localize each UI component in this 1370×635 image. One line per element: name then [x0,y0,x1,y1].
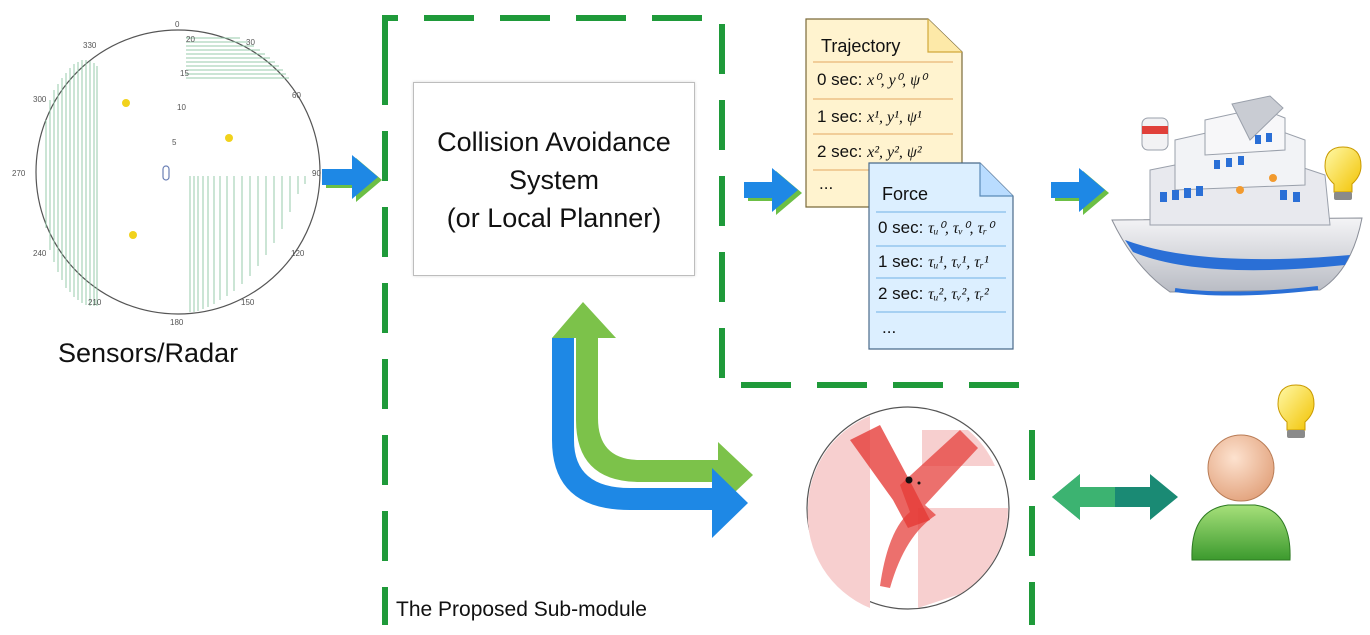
force-row: 0 sec: τᵤ⁰, τᵥ⁰, τᵣ⁰ [878,218,994,237]
lightbulb-icon [1277,384,1315,438]
svg-text:120: 120 [291,249,305,258]
svg-text:270: 270 [12,169,26,178]
force-ellipsis: ... [882,318,897,337]
feedback-arrow-icon [552,302,753,538]
svg-text:30: 30 [246,38,255,47]
trajectory-ellipsis: ... [819,174,834,193]
radar-plot [35,29,321,315]
system-title-line2: System [508,165,600,195]
person-icon [1191,434,1291,561]
system-title-line1: Collision Avoidance [437,127,671,157]
svg-text:150: 150 [241,298,255,307]
svg-text:90: 90 [312,169,321,178]
force-row: 2 sec: τᵤ², τᵥ², τᵣ² [878,284,989,303]
svg-text:15: 15 [180,69,189,78]
submodule-label: The Proposed Sub-module [396,598,647,621]
danger-zone-plot [806,406,1010,610]
radar-range-labels: 5 10 15 20 [172,35,195,147]
radar-obstacle-top [186,37,289,79]
radar-obstacle-right [189,176,306,312]
trajectory-row: 2 sec: x², y², ψ² [817,142,922,161]
system-title-line3: (or Local Planner) [446,203,662,233]
radar-target [225,134,233,142]
radar-obstacle-left [45,60,98,306]
double-arrow-icon [1052,474,1178,520]
ship-icon [1111,95,1363,296]
arrow-radar-to-system [322,155,382,202]
force-document: Force 0 sec: τᵤ⁰, τᵥ⁰, τᵣ⁰ 1 sec: τᵤ¹, τ… [868,162,1014,350]
radar-bearing-labels: 0 30 60 90 120 150 180 210 240 270 300 3… [12,20,321,327]
svg-text:330: 330 [83,41,97,50]
submodule-border [382,15,1035,625]
arrow-system-to-docs [744,168,802,215]
radar-target [129,231,137,239]
collision-avoidance-box: Collision Avoidance System (or Local Pla… [413,82,695,276]
trajectory-row: 1 sec: x¹, y¹, ψ¹ [817,107,922,126]
arrow-docs-to-ship [1051,168,1109,215]
document-icon [868,162,1014,350]
radar-target [122,99,130,107]
force-row: 1 sec: τᵤ¹, τᵥ¹, τᵣ¹ [878,252,989,271]
radar-label: Sensors/Radar [58,338,239,368]
svg-text:20: 20 [186,35,195,44]
svg-text:240: 240 [33,249,47,258]
trajectory-title: Trajectory [821,36,901,56]
trajectory-document: Trajectory 0 sec: x⁰, y⁰, ψ⁰ 1 sec: x¹, … [805,18,963,208]
svg-text:10: 10 [177,103,186,112]
own-ship-marker [162,165,170,181]
svg-text:180: 180 [170,318,184,327]
force-title: Force [882,184,929,204]
svg-text:300: 300 [33,95,47,104]
svg-text:60: 60 [292,91,301,100]
svg-text:0: 0 [175,20,180,29]
svg-text:210: 210 [88,298,102,307]
trajectory-row: 0 sec: x⁰, y⁰, ψ⁰ [817,70,927,89]
svg-text:5: 5 [172,138,177,147]
lightbulb-icon [1324,146,1362,200]
